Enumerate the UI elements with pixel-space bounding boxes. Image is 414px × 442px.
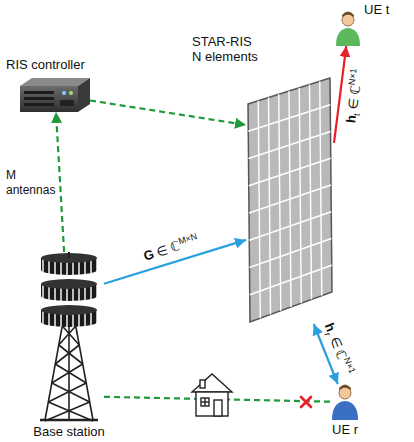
edge-label: G ∈ ℂM×N (140, 232, 202, 264)
user-equipment: UE t (334, 12, 362, 46)
edge-label: hr ∈ ℂN×1 (321, 319, 357, 379)
edge-label: ht ∈ ℂN×1 (343, 66, 365, 126)
controller-icon (20, 78, 90, 112)
control-link (90, 100, 246, 124)
user-icon (332, 385, 358, 421)
node-label: Base station (33, 424, 105, 439)
control-link (56, 112, 64, 252)
node-label: STAR-RIS N elements (192, 34, 258, 64)
node-label: UE t (364, 2, 389, 17)
star-ris-panel (248, 78, 332, 322)
star-ris: STAR-RIS N elements (246, 76, 334, 324)
base-station-icon (40, 322, 98, 421)
node-label: UE r (332, 422, 358, 437)
blocked-mark (301, 397, 311, 407)
house-icon (192, 374, 232, 416)
user-equipment: UE r (330, 384, 360, 420)
antenna-array (41, 252, 97, 327)
base-station: Base station (34, 252, 104, 422)
user-icon (336, 12, 360, 47)
ris-controller: RIS controller (20, 78, 90, 112)
edge-label: M antennas (4, 168, 60, 198)
node-label: RIS controller (6, 57, 85, 72)
channel-arrow (334, 46, 346, 143)
